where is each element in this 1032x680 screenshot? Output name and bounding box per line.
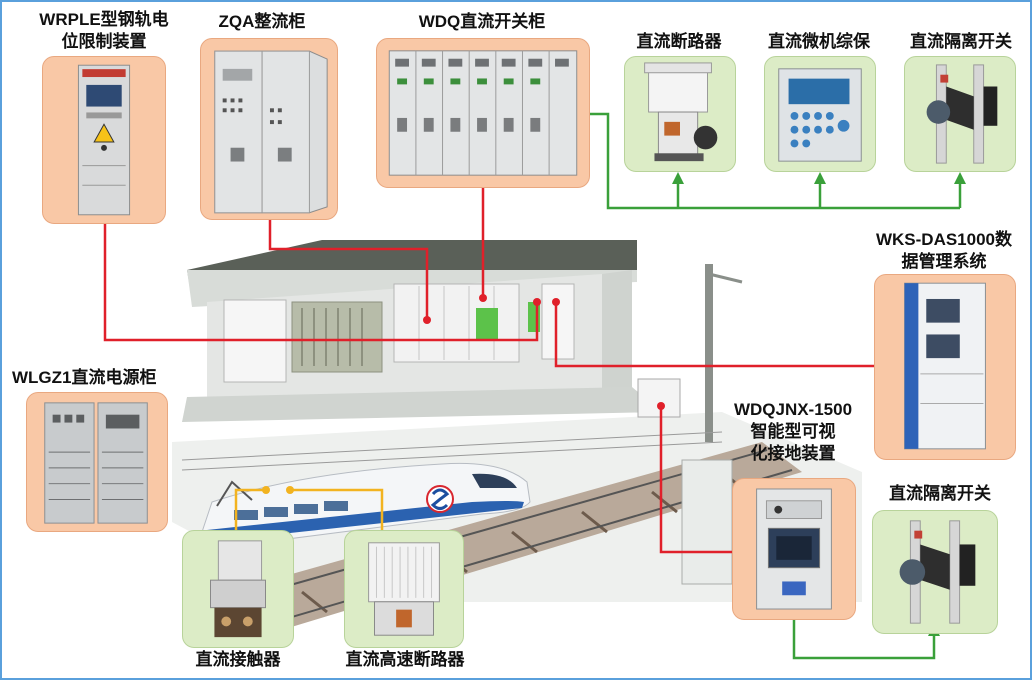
- card-wrple[interactable]: [42, 56, 166, 224]
- dc-protection-image: [778, 68, 862, 162]
- label-dc-isolator-top: 直流隔离开关: [910, 32, 1012, 51]
- card-dc-protection[interactable]: [764, 56, 876, 172]
- label-wdq: WDQ直流开关柜: [418, 12, 546, 31]
- wdq-switchgear-image: [388, 50, 578, 176]
- overhead-wire-1: [181, 431, 723, 461]
- label-dc-breaker: 直流断路器: [636, 32, 722, 51]
- card-wdq[interactable]: [376, 38, 590, 188]
- card-dc-isolator-bottom[interactable]: [872, 510, 998, 634]
- dc-hs-breaker-image: [368, 542, 440, 636]
- label-dc-hs-breaker: 直流高速断路器: [345, 650, 465, 669]
- label-dc-contactor: 直流接触器: [195, 650, 281, 669]
- label-wrple-line2: 位限制装置: [61, 32, 147, 51]
- card-dc-hs-breaker[interactable]: [344, 530, 464, 648]
- label-wlgz1: WLGZ1直流电源柜: [12, 368, 157, 387]
- dc-contactor-image: [210, 540, 266, 638]
- dc-isolator-top-image: [926, 64, 998, 164]
- label-wks-line2: 据管理系统: [901, 252, 987, 271]
- switchgear-row: [393, 283, 520, 363]
- wks-cabinet-image: [904, 282, 986, 450]
- card-dc-contactor[interactable]: [182, 530, 294, 648]
- catenary-pole: [705, 264, 713, 442]
- label-wks-line1: WKS-DAS1000数: [875, 230, 1013, 249]
- dc-breaker-image: [644, 62, 718, 162]
- card-dc-breaker[interactable]: [624, 56, 736, 172]
- grounding-box-on-pole: [637, 378, 681, 418]
- label-wrple-line1: WRPLE型钢轨电: [39, 10, 169, 29]
- building-right-wall: [602, 270, 632, 392]
- green-control-module-2: [528, 302, 540, 332]
- train-cab-window: [472, 473, 517, 488]
- wlgz1-cabinet-image: [44, 402, 148, 524]
- card-wks[interactable]: [874, 274, 1016, 460]
- label-wdqjnx-line3: 化接地装置: [750, 444, 836, 463]
- dc-isolator-bottom-image: [899, 520, 976, 624]
- catenary-arm: [708, 272, 743, 284]
- card-zqa[interactable]: [200, 38, 338, 220]
- wrple-cabinet-image: [77, 64, 131, 216]
- label-wdqjnx-line2: 智能型可视: [750, 422, 836, 441]
- card-wdqjnx[interactable]: [732, 478, 856, 620]
- platform-shelter: [681, 459, 733, 585]
- card-dc-isolator-top[interactable]: [904, 56, 1016, 172]
- zqa-cabinet-image: [214, 50, 328, 214]
- overhead-wire-2: [181, 441, 723, 471]
- cabinet-right: [541, 283, 575, 360]
- label-dc-protection: 直流微机综保: [768, 32, 870, 51]
- label-wdqjnx-line1: WDQJNX-1500: [733, 400, 853, 419]
- label-dc-isolator-bottom: 直流隔离开关: [889, 484, 991, 503]
- label-zqa: ZQA整流柜: [218, 12, 306, 31]
- rectifier-unit-1: [223, 299, 287, 383]
- building-floor: [182, 387, 662, 422]
- wdqjnx-device-image: [756, 488, 832, 610]
- green-control-module: [476, 308, 498, 340]
- card-wlgz1[interactable]: [26, 392, 168, 532]
